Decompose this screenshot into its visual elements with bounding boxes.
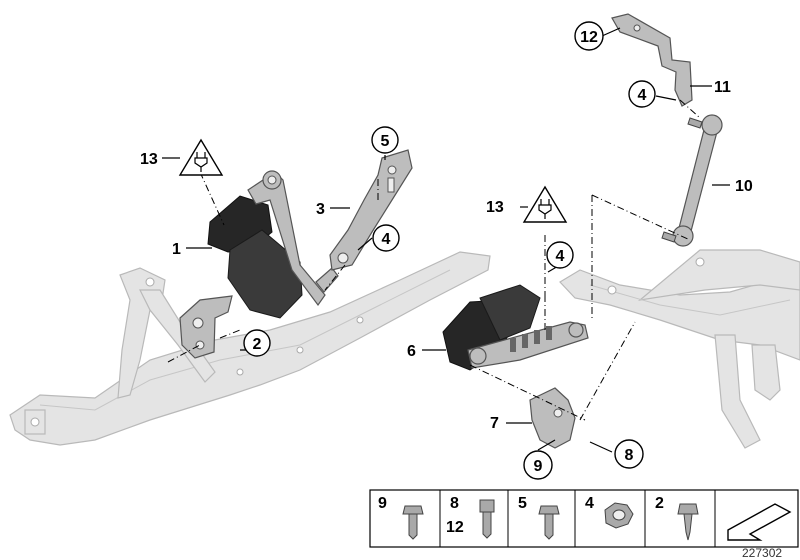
socket-cap-screw-icon bbox=[479, 499, 495, 539]
callout-7: 7 bbox=[490, 415, 499, 432]
hardware-legend: 9 8 12 5 4 2 bbox=[369, 489, 799, 548]
connector-warning-right bbox=[522, 185, 568, 223]
callout-6: 6 bbox=[407, 343, 416, 360]
svg-text:9: 9 bbox=[378, 495, 387, 512]
svg-text:4: 4 bbox=[556, 248, 565, 265]
bracket-7 bbox=[529, 387, 576, 449]
callout-11: 11 bbox=[714, 79, 731, 96]
bracket-11 bbox=[611, 13, 693, 107]
callout-circle-4-top: 4 bbox=[628, 80, 656, 108]
legend-cell-2: 2 bbox=[655, 495, 699, 541]
callout-circle-9: 9 bbox=[523, 450, 553, 480]
svg-text:2: 2 bbox=[655, 495, 664, 512]
callout-13-right: 13 bbox=[486, 199, 504, 216]
arrow-down-left-icon bbox=[727, 503, 792, 541]
connector-warning-left bbox=[178, 138, 224, 176]
right-height-sensor bbox=[442, 284, 589, 371]
left-height-sensor bbox=[207, 170, 339, 319]
svg-text:9: 9 bbox=[534, 458, 543, 475]
svg-text:5: 5 bbox=[518, 495, 527, 512]
svg-text:4: 4 bbox=[585, 495, 594, 512]
svg-text:5: 5 bbox=[381, 133, 390, 150]
callout-circle-12: 12 bbox=[574, 21, 604, 51]
legend-cell-9: 9 bbox=[378, 495, 424, 540]
legend-cell-8-12: 8 12 bbox=[446, 495, 495, 539]
callout-13-left: 13 bbox=[140, 151, 158, 168]
svg-text:12: 12 bbox=[446, 519, 464, 536]
callout-circle-2: 2 bbox=[243, 329, 271, 357]
hex-bolt-icon bbox=[538, 505, 560, 540]
self-tapping-screw-icon bbox=[677, 503, 699, 541]
callout-circle-5: 5 bbox=[371, 126, 399, 154]
svg-text:4: 4 bbox=[382, 231, 391, 248]
link-rod-10 bbox=[661, 114, 723, 247]
svg-text:12: 12 bbox=[580, 29, 598, 46]
left-bracket-mount bbox=[179, 295, 233, 359]
legend-cell-5: 5 bbox=[518, 495, 560, 540]
reference-number: 227302 bbox=[742, 546, 782, 560]
bracket-3 bbox=[329, 149, 413, 271]
svg-text:2: 2 bbox=[253, 336, 262, 353]
svg-text:8: 8 bbox=[450, 495, 459, 512]
callout-circle-4-right: 4 bbox=[546, 241, 574, 269]
callout-1: 1 bbox=[172, 241, 181, 258]
callout-circle-8: 8 bbox=[614, 439, 644, 469]
assembly-lines bbox=[167, 99, 701, 421]
hex-flange-bolt-icon bbox=[402, 505, 424, 540]
svg-text:4: 4 bbox=[638, 87, 647, 104]
callout-10: 10 bbox=[735, 178, 753, 195]
callouts: 1 3 6 7 10 11 13 13 5 4 2 4 4 12 bbox=[140, 21, 753, 480]
legend-cell-4: 4 bbox=[585, 495, 634, 529]
callout-circle-4-left: 4 bbox=[372, 224, 400, 252]
right-subframe bbox=[559, 249, 800, 449]
legend-direction-cell bbox=[727, 503, 792, 541]
callout-3: 3 bbox=[316, 201, 325, 218]
svg-text:8: 8 bbox=[625, 447, 634, 464]
